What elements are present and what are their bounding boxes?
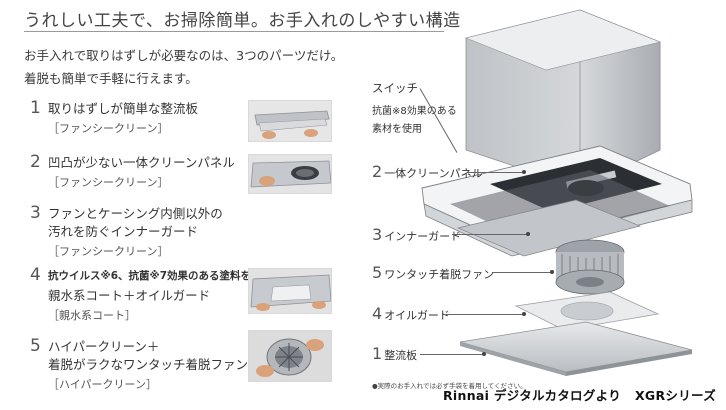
feature-number: 2 bbox=[30, 152, 41, 172]
callout-number: 2 bbox=[372, 162, 383, 181]
callout-label: インナーガード bbox=[384, 230, 462, 243]
feature-number: 5 bbox=[30, 336, 41, 356]
intro-line-2: 着脱も簡単で手軽に行えます。 bbox=[24, 71, 198, 86]
feature-title: 取りはずしが簡単な整流板 bbox=[48, 101, 199, 116]
leader-dot bbox=[522, 170, 526, 174]
glove-note: ●実際のお手入れでは必ず手袋を着用してください。 bbox=[372, 382, 527, 390]
feature-title-line-1: ファンとケーシング内側以外の bbox=[48, 206, 223, 221]
feature-title: 凹凸が少ない一体クリーンパネル bbox=[48, 155, 235, 170]
feature-subtitle: ［親水系コート］ bbox=[48, 309, 136, 322]
feature-subtitle: ［ファンシークリーン］ bbox=[48, 176, 169, 189]
photo-one-touch-fan bbox=[248, 330, 332, 382]
callout-label: オイルガード bbox=[384, 309, 450, 322]
callout-number: 3 bbox=[372, 225, 383, 244]
rectifier-plate bbox=[459, 321, 693, 376]
oil-guard-part bbox=[514, 291, 660, 331]
leader-clean-panel bbox=[468, 172, 524, 173]
feature-title-line-2: 着脱がラクなワンタッチ着脱ファン bbox=[48, 357, 249, 372]
photo-clean-panel-wiping bbox=[248, 154, 332, 194]
intro-text: お手入れで取りはずしが必要なのは、3つのパーツだけ。 着脱も簡単で手軽に行えます… bbox=[24, 44, 343, 90]
feature-number: 1 bbox=[30, 98, 41, 118]
feature-title: 親水系コート＋オイルガード bbox=[48, 288, 211, 303]
callout-switch-label: スイッチ bbox=[372, 81, 418, 95]
fan bbox=[555, 239, 625, 295]
title-underline bbox=[24, 31, 444, 32]
inner-guard bbox=[456, 180, 642, 257]
feature-subtitle: ［ファンシークリーン］ bbox=[48, 122, 169, 135]
feature-subtitle: ［ファンシークリーン］ bbox=[48, 245, 169, 258]
model-series: XGRシリーズ bbox=[635, 388, 716, 403]
photo-oil-guard bbox=[248, 268, 332, 314]
leader-dot bbox=[526, 232, 530, 236]
callout-label: 整流板 bbox=[384, 349, 418, 362]
leader-dot bbox=[482, 352, 486, 356]
feature-coating-note: 抗ウイルス※6、抗菌※7効果のある塗料を使用 bbox=[48, 270, 273, 282]
callout-number: 1 bbox=[372, 344, 383, 363]
leader-dot bbox=[550, 270, 554, 274]
leader-rectifier-plate bbox=[420, 354, 484, 355]
photo-flow-plate-removal bbox=[248, 100, 332, 142]
callout-switch: スイッチ 抗菌※8効果のある 素材を使用 bbox=[372, 80, 457, 135]
callout-number: 4 bbox=[372, 304, 383, 323]
feature-title-line-1: ハイパークリーン＋ bbox=[48, 339, 160, 354]
callout-label: 一体クリーンパネル bbox=[384, 167, 483, 180]
leader-dot bbox=[522, 312, 526, 316]
feature-number: 3 bbox=[30, 203, 41, 223]
feature-title-line-2: 汚れを防ぐインナーガード bbox=[48, 224, 199, 239]
leader-oil-guard bbox=[444, 314, 524, 315]
leader-fan bbox=[492, 272, 552, 273]
feature-number: 4 bbox=[30, 265, 41, 285]
callout-switch-note-1: 抗菌※8効果のある bbox=[372, 106, 457, 117]
callout-label: ワンタッチ着脱ファン bbox=[384, 268, 495, 281]
callout-switch-note-2: 素材を使用 bbox=[372, 124, 422, 135]
duct-cover bbox=[465, 9, 661, 189]
source-caption: Rinnai デジタルカタログより XGRシリーズ bbox=[443, 385, 716, 404]
source-text: Rinnai デジタルカタログより bbox=[442, 388, 621, 403]
feature-subtitle: ［ハイパークリーン］ bbox=[48, 378, 158, 391]
callout-number: 5 bbox=[372, 263, 383, 282]
intro-line-1: お手入れで取りはずしが必要なのは、3つのパーツだけ。 bbox=[24, 48, 344, 63]
page-title: うれしい工夫で、お掃除簡単。お手入れのしやすい構造 bbox=[24, 11, 461, 31]
leader-inner-guard bbox=[452, 234, 528, 235]
range-hood-exploded-diagram bbox=[421, 9, 693, 376]
